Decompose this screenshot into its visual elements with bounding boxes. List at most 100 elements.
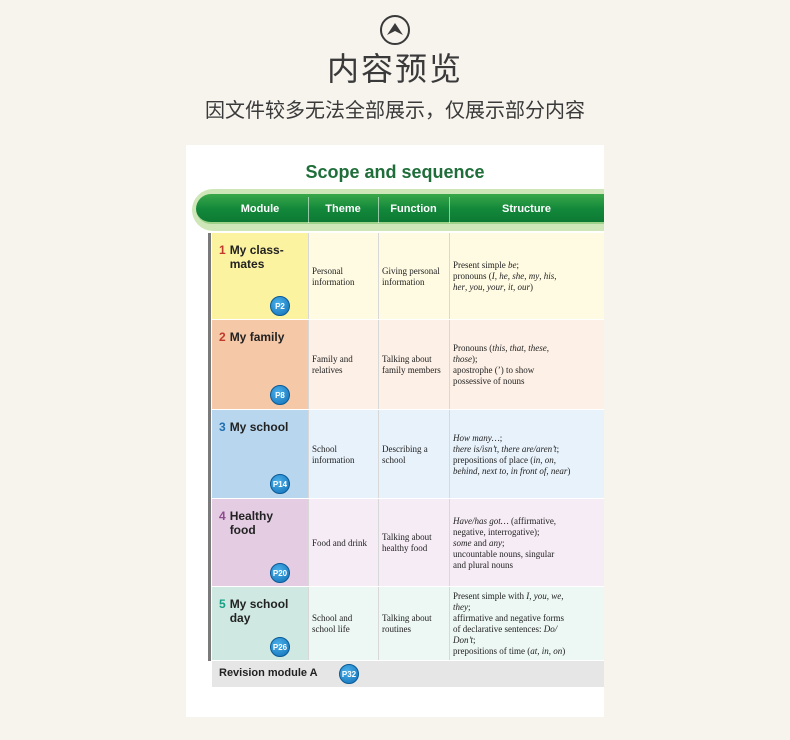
document-title: Scope and sequence — [305, 162, 485, 182]
page-badge: P32 — [339, 664, 359, 684]
module-accent-bar — [208, 587, 211, 661]
module-accent-bar — [208, 499, 211, 587]
page-badge: P14 — [270, 474, 290, 494]
column-divider — [378, 587, 379, 661]
theme-cell: Family and relatives — [312, 320, 376, 410]
theme-text: Food and drink — [312, 537, 367, 548]
column-divider — [449, 499, 450, 587]
structure-cell: Present simple with I, you, we, they; af… — [453, 587, 604, 661]
column-divider — [308, 320, 309, 410]
theme-cell: School information — [312, 410, 376, 499]
row-divider — [212, 586, 604, 587]
revision-module-label: Revision module A — [219, 667, 318, 679]
row-divider — [212, 660, 604, 661]
structure-text: Pronouns (this, that, these, those); apo… — [453, 343, 550, 386]
column-divider — [449, 410, 450, 499]
module-accent-bar — [208, 233, 211, 320]
column-divider — [308, 410, 309, 499]
module-accent-bar — [208, 320, 211, 410]
column-header-theme: Theme — [325, 203, 361, 215]
column-divider — [449, 587, 450, 661]
column-divider — [378, 233, 379, 320]
function-text: Talking about healthy food — [382, 532, 432, 553]
column-divider — [449, 320, 450, 410]
row-divider — [212, 319, 604, 320]
structure-cell: Present simple be; pronouns (I, he, she,… — [453, 233, 604, 320]
function-cell: Talking about family members — [382, 320, 448, 410]
module-name: My class- mates — [229, 243, 284, 271]
module-number: 5 — [219, 597, 226, 611]
theme-text: School and school life — [312, 613, 353, 634]
page-title: 内容预览 — [326, 50, 463, 88]
column-divider — [308, 499, 309, 587]
theme-cell: School and school life — [312, 587, 376, 661]
function-text: Talking about routines — [382, 613, 432, 634]
module-accent-bar — [208, 410, 211, 499]
header-divider — [308, 197, 309, 223]
header-divider — [378, 197, 379, 223]
module-number: 1 — [219, 243, 226, 257]
function-text: Describing a school — [382, 443, 428, 465]
column-divider — [308, 233, 309, 320]
theme-text: Family and relatives — [312, 354, 353, 375]
theme-text: Personal information — [312, 265, 355, 287]
header-divider — [449, 197, 450, 223]
structure-text: Present simple be; pronouns (I, he, she,… — [453, 260, 557, 292]
column-divider — [378, 320, 379, 410]
theme-text: School information — [312, 443, 355, 465]
structure-text: Present simple with I, you, we, they; af… — [453, 591, 566, 656]
column-divider — [378, 410, 379, 499]
page-badge: P26 — [270, 637, 290, 657]
structure-text: Have/has got… (affirmative, negative, in… — [453, 515, 557, 570]
column-divider — [378, 499, 379, 587]
function-cell: Talking about healthy food — [382, 499, 448, 587]
function-cell: Talking about routines — [382, 587, 448, 661]
function-cell: Describing a school — [382, 410, 448, 499]
page-subtitle: 因文件较多无法全部展示，仅展示部分内容 — [205, 98, 585, 122]
module-name: My school day — [229, 597, 289, 625]
theme-cell: Food and drink — [312, 499, 376, 587]
column-divider — [449, 233, 450, 320]
theme-cell: Personal information — [312, 233, 376, 320]
row-divider — [212, 409, 604, 410]
function-text: Giving personal information — [382, 265, 440, 287]
module-number: 2 — [219, 330, 226, 344]
table-header-bar — [196, 194, 604, 224]
column-header-structure: Structure — [502, 203, 551, 215]
column-divider — [308, 587, 309, 661]
page-badge: P20 — [270, 563, 290, 583]
row-divider — [212, 498, 604, 499]
chevron-up-circle-icon — [380, 15, 410, 45]
structure-cell: How many…; there is/isn’t, there are/are… — [453, 410, 604, 499]
page-badge: P8 — [270, 385, 290, 405]
module-name: My family — [229, 330, 285, 344]
module-number: 3 — [219, 420, 226, 434]
function-cell: Giving personal information — [382, 233, 448, 320]
document-preview: Scope and sequence Module Theme Function… — [186, 145, 604, 717]
column-header-function: Function — [390, 203, 437, 215]
module-name: My school — [229, 420, 289, 434]
module-name: Healthy food — [229, 509, 274, 537]
function-text: Talking about family members — [382, 354, 441, 375]
structure-cell: Pronouns (this, that, these, those); apo… — [453, 320, 604, 410]
structure-text: How many…; there is/isn’t, there are/are… — [453, 432, 571, 476]
structure-cell: Have/has got… (affirmative, negative, in… — [453, 499, 604, 587]
column-header-module: Module — [240, 203, 280, 215]
page-badge: P2 — [270, 296, 290, 316]
revision-module-row: Revision module A P32 — [212, 661, 604, 687]
